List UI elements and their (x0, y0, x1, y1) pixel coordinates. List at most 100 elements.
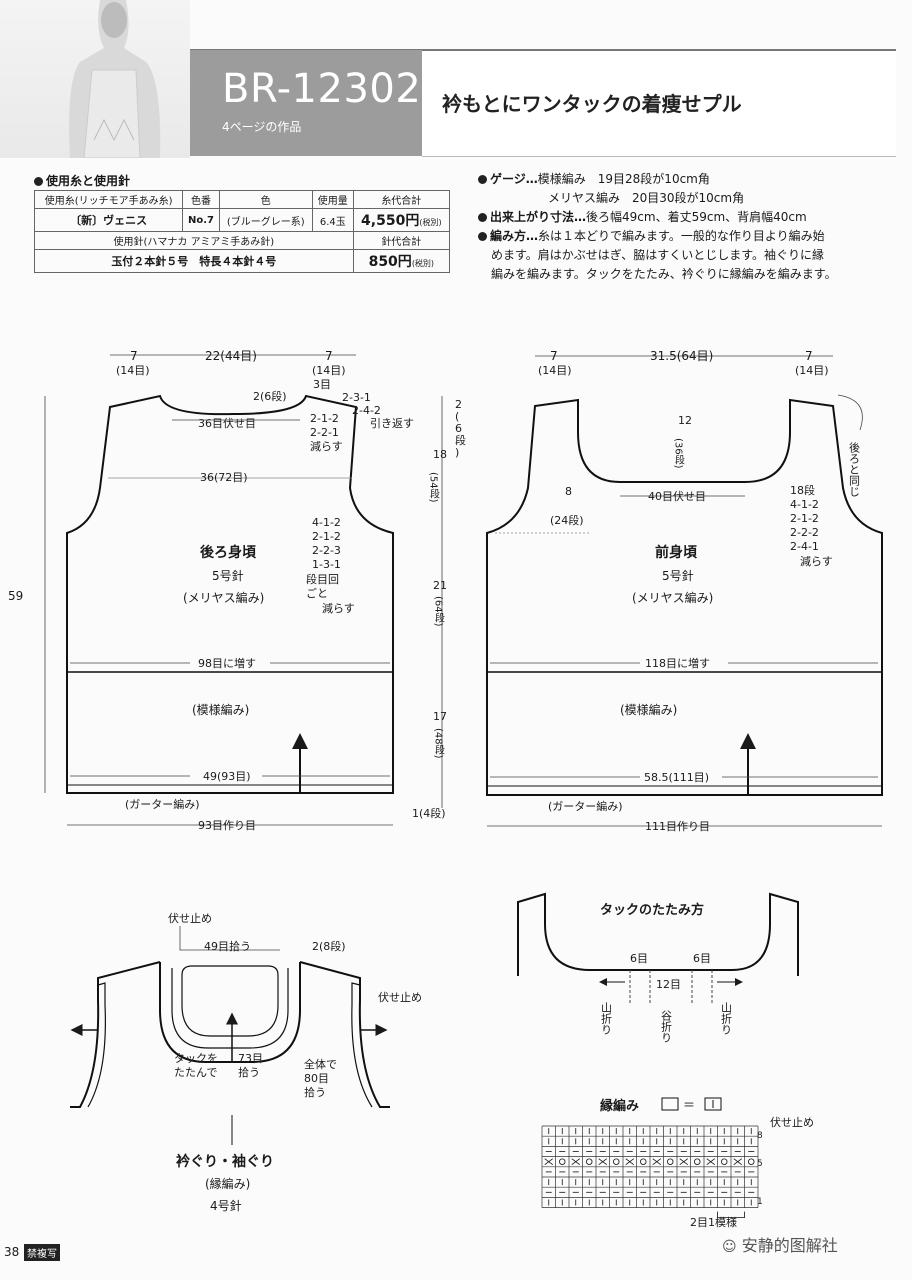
needle-tax: (税別) (411, 259, 435, 268)
yarn-tax: (税別) (419, 218, 442, 227)
front-armhole-depth-rows: (24段) (550, 513, 584, 527)
side-dim-3: 21 (433, 579, 447, 592)
back-shoulder-rows: 2(6段) (253, 389, 287, 403)
chart-k2tog-symbol (544, 1158, 553, 1166)
back-armhole-note-2: ごと (306, 586, 328, 600)
model-photo-image (69, 0, 161, 158)
edging-rows: 2(8段) (312, 939, 346, 953)
edging-stitch: (縁編み) (205, 1176, 250, 1191)
side-dim-3-rows: (64段) (433, 596, 445, 627)
front-neck-decrease: 減らす (800, 554, 833, 568)
tuck-width-3: 12目 (656, 978, 681, 991)
tuck-width-1: 6目 (630, 952, 648, 965)
front-neck-rule-5: 2-4-1 (790, 540, 819, 553)
side-dim-1-close: ) (455, 446, 459, 459)
chart-k2tog-symbol (625, 1158, 634, 1166)
front-body-diagram: 7 (14目) 31.5(64目) 7 (14目) 後ろと同じ 12 (36段)… (486, 349, 883, 833)
back-top-right-sts: (14目) (312, 364, 346, 377)
chart-k2tog-symbol (706, 1158, 715, 1166)
side-dim-2: 18 (433, 448, 447, 461)
chart-title: 縁編み (600, 1098, 639, 1114)
side-dim-5: 1(4段) (412, 806, 446, 820)
method-line-3: 編みを編みます。タックをたたみ、衿ぐりに縁編みを編みます。 (491, 267, 837, 281)
yarn-section-heading: 使用糸と使用針 (34, 172, 130, 189)
pattern-title: 衿もとにワンタックの着痩せプル (442, 92, 742, 116)
pattern-subtitle: 4ページの作品 (222, 120, 302, 134)
chart-yo-symbol (694, 1158, 701, 1165)
edging-tuck-note-1: タックを (174, 1052, 218, 1065)
tuck-mountain-fold-right: 山折り (720, 1002, 733, 1035)
method-line-2: めます。肩はかぶせはぎ、脇はすくいとじします。袖ぐりに縁 (491, 248, 825, 262)
back-total-length: 59 (8, 589, 23, 603)
chart-bindoff: 伏せ止め (770, 1115, 814, 1129)
chart-key-knit-cell (704, 1097, 722, 1111)
yarn-name: 〔新〕ヴェニス (33, 208, 184, 232)
yarn-price: 4,550円 (361, 213, 420, 229)
tuck-title: タックのたたみ方 (600, 902, 704, 918)
header-code-panel (190, 50, 422, 156)
chart-yo-symbol (586, 1158, 593, 1165)
same-as-back-note: 後ろと同じ (848, 441, 861, 497)
chart-row-8: 8 (757, 1131, 763, 1141)
edging-bindoff-leader (179, 926, 280, 951)
chart-k2tog-symbol (571, 1158, 580, 1166)
chart-repeat: 2目1模様 (690, 1215, 737, 1229)
gauge-line-1: ゲージ…模様編み 19目28段が10cm角 (478, 170, 837, 189)
bullet-icon (478, 175, 487, 184)
back-armhole-rule-3: 2-2-3 (312, 544, 341, 557)
back-chest-width: 36(72目) (200, 471, 248, 484)
back-increase: 98目に増す (198, 657, 256, 670)
edging-total-note-3: 拾う (304, 1085, 326, 1099)
edging-name: 衿ぐり・袖ぐり (176, 1153, 274, 1170)
back-neck-rule-1: 2-1-2 (310, 412, 339, 425)
tuck-width-2: 6目 (693, 952, 711, 965)
needle-price-cell: 850円(税別) (352, 249, 451, 273)
gauge-line-2: メリヤス編み 20目30段が10cm角 (548, 191, 745, 205)
needle-price: 850円 (368, 254, 412, 270)
edging-neck-outer (159, 962, 301, 1063)
color-no: No.7 (182, 208, 220, 232)
chart-row-1: 1 (757, 1197, 763, 1207)
back-body-name: 後ろ身頃 (200, 544, 257, 561)
chart-k2tog-symbol (598, 1158, 607, 1166)
front-armhole-depth: 8 (565, 485, 572, 498)
back-body-diagram: 7 (14目) 22(44目) 7 (14目) 2(6段) 3目 2-3-1 2… (8, 349, 414, 832)
edging-needle: 4号針 (210, 1198, 242, 1213)
back-top-left: 7 (130, 349, 138, 363)
edging-pick-up-73: 73目 (238, 1052, 263, 1065)
front-body-name: 前身頃 (655, 544, 698, 561)
method-label: 編み方… (490, 229, 539, 243)
front-outline (486, 398, 883, 796)
header-title-panel (422, 51, 896, 157)
bullet-icon (478, 232, 487, 241)
same-as-back-leader (837, 394, 863, 431)
chart-yo-symbol (640, 1158, 647, 1165)
back-armhole-rule-4: 1-3-1 (312, 558, 341, 571)
watermark: ☺ 安静的图解社 (722, 1232, 838, 1256)
chart-k2tog-symbol (733, 1158, 742, 1166)
back-top-left-sts: (14目) (116, 364, 150, 377)
chat-icon: ☺ (722, 1239, 737, 1255)
back-shoulder-sts: 3目 (313, 378, 331, 391)
pattern-code: BR-12302 (222, 66, 422, 112)
tuck-mountain-fold-left: 山折り (600, 1002, 613, 1035)
tuck-valley-fold: 谷折り (660, 1010, 673, 1043)
chart-k2tog-symbol (679, 1158, 688, 1166)
front-cast-on: 111目作り目 (645, 820, 710, 833)
side-dim-2-rows: (54段) (428, 472, 440, 503)
chart-yo-symbol (559, 1158, 566, 1165)
back-hem-width: 49(93目) (203, 770, 251, 783)
size-value: 後ろ幅49cm、着丈59cm、背肩幅40cm (586, 210, 807, 224)
side-dim-1: 2 (455, 398, 462, 411)
side-length-dims: 2 ( 6 段 ) 18 (54段) 21 (64段) 17 (48段) 1(4… (412, 396, 466, 820)
chart-k2tog-symbol (652, 1158, 661, 1166)
watermark-text: 安静的图解社 (741, 1236, 838, 1255)
yarn-section-label: 使用糸と使用針 (46, 174, 131, 188)
back-neck-decrease: 減らす (310, 439, 343, 453)
front-neck-rule-4: 2-2-2 (790, 526, 819, 539)
back-shoulder-rule-1: 2-3-1 (342, 391, 371, 404)
gauge-label: ゲージ… (490, 172, 538, 186)
yarn-table: 使用糸(リッチモア手あみ糸) 色番 色 使用量 糸代合計 〔新〕ヴェニス No.… (33, 190, 451, 273)
front-stitch-type: (メリヤス編み) (632, 590, 713, 605)
back-outline (66, 394, 394, 794)
